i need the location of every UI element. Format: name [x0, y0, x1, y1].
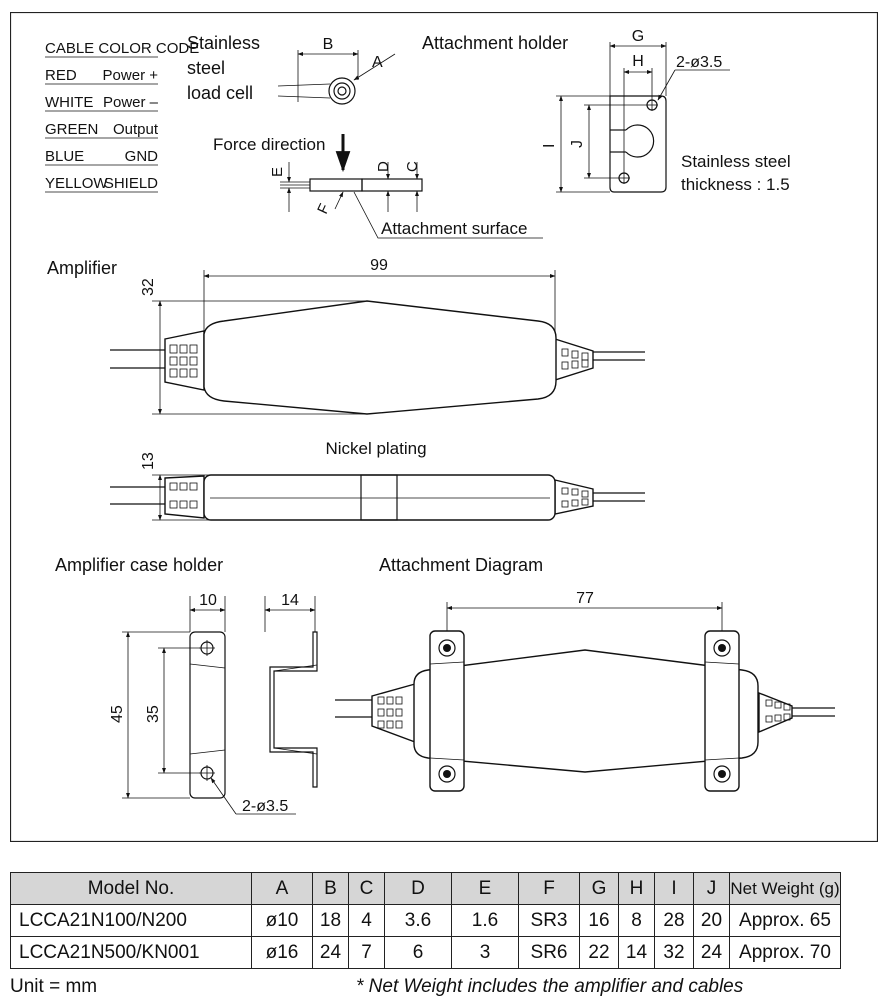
cell-i: 28 [654, 904, 694, 937]
col-a: A [251, 872, 313, 905]
unit-note: Unit = mm [10, 976, 98, 997]
holder-material-2: thickness : 1.5 [681, 175, 790, 194]
signal-output: Output [113, 121, 159, 138]
dim-b: B [323, 36, 334, 53]
cell-c: 7 [348, 936, 385, 969]
load-cell-label-3: load cell [187, 83, 253, 103]
color-yellow: YELLOW [45, 175, 108, 192]
col-b: B [312, 872, 349, 905]
cell-net-weight: Approx. 70 [729, 936, 841, 969]
nickel-plating-label: Nickel plating [325, 439, 426, 458]
cell-b: 24 [312, 936, 349, 969]
color-red: RED [45, 67, 77, 84]
color-code-title: CABLE COLOR CODE [45, 40, 199, 57]
col-g: G [579, 872, 619, 905]
force-direction-label: Force direction [213, 135, 325, 154]
drawing-frame: CABLE COLOR CODE RED Power + WHITE Power… [9, 11, 879, 843]
col-d: D [384, 872, 452, 905]
drawing-border [9, 11, 879, 843]
attachment-diagram-title: Attachment Diagram [379, 555, 543, 575]
color-white: WHITE [45, 94, 93, 111]
signal-power-plus: Power + [103, 67, 159, 84]
case-holder-holes-label: 2-ø3.5 [242, 798, 288, 815]
dim-j: J [569, 140, 586, 148]
holder-material-1: Stainless steel [681, 152, 791, 171]
col-h: H [618, 872, 655, 905]
color-green: GREEN [45, 121, 98, 138]
cell-e: 1.6 [451, 904, 519, 937]
spec-table: Model No. A B C D E F G H I J Net Weight… [10, 872, 841, 969]
cell-f: SR6 [518, 936, 580, 969]
dim-c: C [404, 161, 421, 172]
attachment-holder-title: Attachment holder [422, 33, 568, 53]
screw-icon [438, 639, 456, 657]
dim-g: G [632, 28, 644, 45]
screw-icon [438, 765, 456, 783]
case-holder-width: 10 [199, 592, 217, 609]
dim-h: H [632, 53, 644, 70]
load-cell-label-1: Stainless [187, 33, 260, 53]
attachment-surface-label: Attachment surface [381, 219, 527, 238]
amplifier-title: Amplifier [47, 258, 117, 278]
cell-j: 20 [693, 904, 730, 937]
amplifier-thickness: 13 [140, 452, 157, 470]
cell-model: LCCA21N100/N200 [10, 904, 252, 937]
amplifier-side-view: Nickel plating 13 [110, 439, 645, 521]
dim-d: D [375, 161, 392, 172]
attachment-pitch: 77 [576, 590, 594, 607]
cell-c: 4 [348, 904, 385, 937]
color-blue: BLUE [45, 148, 84, 165]
signal-power-minus: Power – [103, 94, 159, 111]
attachment-diagram-drawing: Attachment Diagram 77 [335, 555, 835, 792]
cell-g: 22 [579, 936, 619, 969]
amplifier-height: 32 [140, 278, 157, 296]
screw-icon [713, 765, 731, 783]
signal-gnd: GND [125, 148, 159, 165]
case-holder-height: 45 [109, 705, 126, 723]
cell-h: 14 [618, 936, 655, 969]
col-net-weight: Net Weight (g) [729, 872, 841, 905]
col-j: J [693, 872, 730, 905]
amplifier-top-view: Amplifier 99 32 [47, 257, 645, 415]
holder-holes-label: 2-ø3.5 [676, 54, 722, 71]
cell-g: 16 [579, 904, 619, 937]
case-holder-pitch: 35 [145, 705, 162, 723]
col-e: E [451, 872, 519, 905]
dim-e: E [269, 167, 286, 177]
table-header-row: Model No. A B C D E F G H I J Net Weight… [10, 872, 841, 905]
case-holder-depth: 14 [281, 592, 299, 609]
col-model: Model No. [10, 872, 252, 905]
footnote: * Net Weight includes the amplifier and … [356, 976, 744, 997]
cable-color-code: CABLE COLOR CODE RED Power + WHITE Power… [45, 40, 199, 193]
technical-drawing: CABLE COLOR CODE RED Power + WHITE Power… [9, 11, 879, 843]
cell-h: 8 [618, 904, 655, 937]
cell-f: SR3 [518, 904, 580, 937]
col-c: C [348, 872, 385, 905]
cell-net-weight: Approx. 65 [729, 904, 841, 937]
amplifier-case-holder-drawing: Amplifier case holder 10 45 35 2-ø3.5 14 [55, 555, 318, 815]
cell-a: ø16 [251, 936, 313, 969]
cell-d: 3.6 [384, 904, 452, 937]
dim-f: F [314, 201, 333, 216]
dim-i: I [541, 144, 558, 148]
cell-model: LCCA21N500/KN001 [10, 936, 252, 969]
attachment-holder-drawing: Attachment holder G H 2-ø3.5 I J Stainle… [422, 28, 791, 194]
dim-a: A [372, 54, 383, 71]
table-row: LCCA21N100/N200 ø10 18 4 3.6 1.6 SR3 16 … [10, 904, 841, 937]
col-f: F [518, 872, 580, 905]
cell-a: ø10 [251, 904, 313, 937]
screw-icon [713, 639, 731, 657]
cell-d: 6 [384, 936, 452, 969]
cell-e: 3 [451, 936, 519, 969]
load-cell-drawing: Stainless steel load cell B A Force dire… [187, 33, 543, 239]
load-cell-label-2: steel [187, 58, 225, 78]
table-row: LCCA21N500/KN001 ø16 24 7 6 3 SR6 22 14 … [10, 936, 841, 969]
amplifier-length: 99 [370, 257, 388, 274]
cell-i: 32 [654, 936, 694, 969]
signal-shield: SHIELD [104, 175, 158, 192]
cell-b: 18 [312, 904, 349, 937]
case-holder-title: Amplifier case holder [55, 555, 223, 575]
col-i: I [654, 872, 694, 905]
cell-j: 24 [693, 936, 730, 969]
